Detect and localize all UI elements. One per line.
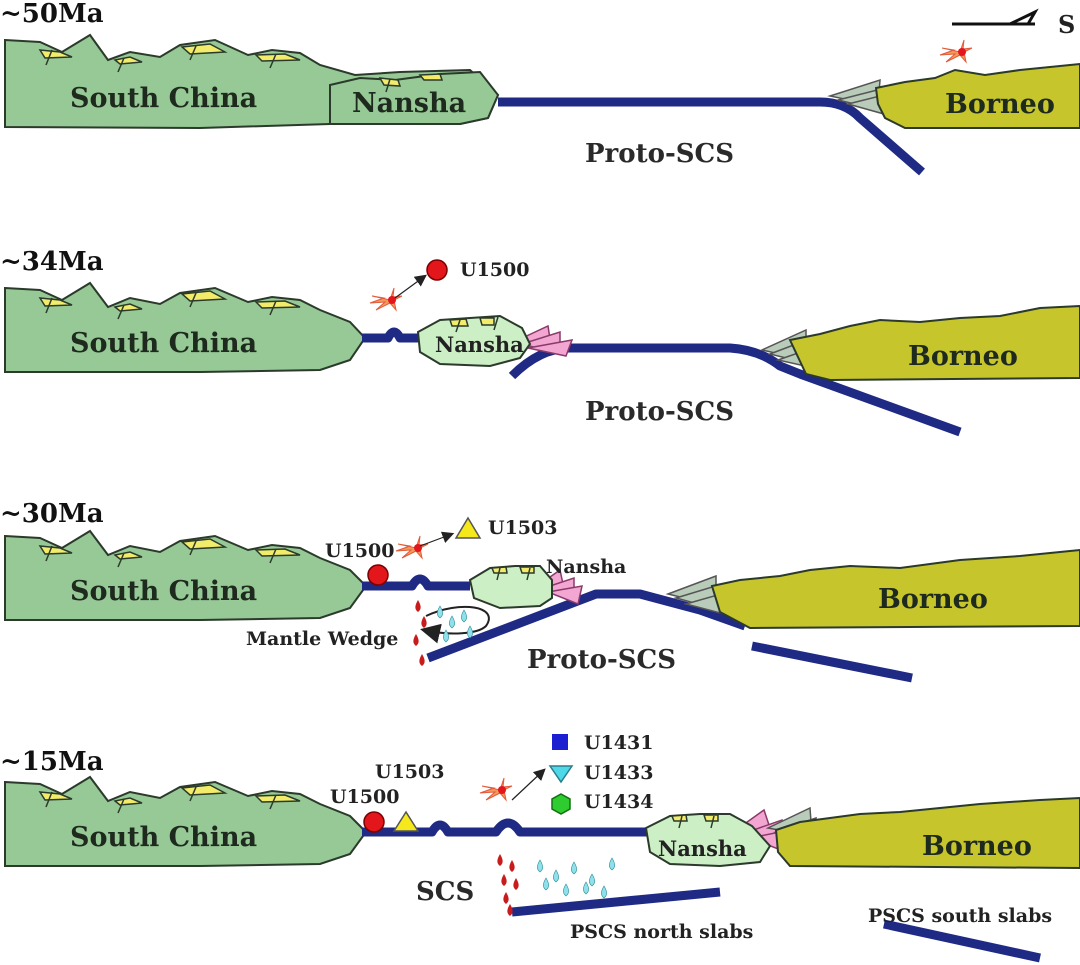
label-borneo: Borneo <box>878 584 988 615</box>
site-label: U1500 <box>330 786 399 808</box>
sediment-basins <box>38 784 301 806</box>
accretionary-wedge-pink <box>516 324 574 357</box>
borneo-block <box>710 548 1080 630</box>
faults <box>455 316 499 333</box>
spreading-ridge-segment <box>362 327 418 343</box>
label-south-china: South China <box>70 576 257 607</box>
label-borneo: Borneo <box>922 831 1032 862</box>
site-label: U1503 <box>375 761 444 783</box>
panel-30ma: ~30Ma <box>0 499 1080 683</box>
site-label: U1434 <box>584 791 653 813</box>
site-marker-u1503 <box>392 810 420 832</box>
faults <box>45 292 277 320</box>
label-nansha: Nansha <box>658 836 747 861</box>
age-label: ~15Ma <box>0 747 104 777</box>
volcano-burst-icon <box>479 777 513 801</box>
volcano-burst-icon <box>395 535 429 559</box>
sample-arrow <box>394 274 427 299</box>
label-ocean: Proto-SCS <box>585 397 734 427</box>
panel-50ma: ~50Ma S South Chi <box>0 0 1080 176</box>
site-label: U1500 <box>460 259 529 281</box>
site-marker-u1431 <box>552 734 568 750</box>
site-marker-u1503 <box>454 516 482 539</box>
proto-scs-slab <box>508 343 962 437</box>
sample-arrow <box>511 768 546 801</box>
faults <box>678 815 715 829</box>
orientation-label: S <box>1058 10 1075 39</box>
sample-arrow <box>419 531 455 547</box>
site-marker-u1434 <box>551 793 571 815</box>
mantle-wedge <box>413 600 490 666</box>
label-south-china: South China <box>70 822 257 853</box>
site-label: U1503 <box>488 517 557 539</box>
melt-drop-icon <box>497 854 519 916</box>
borneo-block <box>774 796 1080 870</box>
sediment-basins <box>448 317 495 327</box>
proto-scs-slab <box>426 589 747 663</box>
proto-scs-slab <box>498 97 925 176</box>
site-label: U1433 <box>584 762 653 784</box>
site-marker-u1500 <box>426 259 448 281</box>
scs-spreading-crust <box>362 818 648 837</box>
label-nansha: Nansha <box>352 88 466 119</box>
label-south-china: South China <box>70 83 257 114</box>
sediment-basins <box>38 290 301 312</box>
melt-drop-icon <box>413 600 427 666</box>
label-pscs-north-slabs: PSCS north slabs <box>570 921 753 943</box>
panel-15ma: ~15Ma <box>0 732 1080 963</box>
sediment-basins <box>38 43 444 87</box>
label-ocean: SCS <box>416 877 474 907</box>
sediment-basins <box>38 538 301 560</box>
label-ocean: Proto-SCS <box>527 645 676 675</box>
site-label: U1431 <box>584 732 653 754</box>
north-arrow-icon: S <box>952 8 1075 39</box>
site-label: U1500 <box>325 540 394 562</box>
borneo-block <box>874 62 1080 129</box>
melt-drop-icon <box>436 605 474 643</box>
age-label: ~50Ma <box>0 0 104 29</box>
label-mantle-wedge: Mantle Wedge <box>246 628 398 650</box>
label-nansha: Nansha <box>435 332 524 357</box>
detached-slab <box>751 641 913 683</box>
site-marker-u1500 <box>363 811 385 833</box>
age-label: ~34Ma <box>0 247 104 277</box>
label-pscs-south-slabs: PSCS south slabs <box>868 905 1052 927</box>
label-borneo: Borneo <box>945 89 1055 120</box>
spreading-ridge-segment <box>362 574 470 591</box>
site-marker-u1500 <box>367 564 389 586</box>
panel-34ma: ~34Ma <box>0 247 1080 437</box>
nansha-block <box>644 813 772 868</box>
faults <box>45 540 277 568</box>
faults <box>45 786 277 814</box>
pscs-north-slab <box>511 887 721 917</box>
faults <box>496 567 531 581</box>
pscs-south-slab <box>883 919 1041 963</box>
site-marker-u1433 <box>548 765 574 784</box>
nansha-block <box>468 565 553 610</box>
faults <box>45 45 391 93</box>
borneo-block <box>788 304 1080 382</box>
label-borneo: Borneo <box>908 341 1018 372</box>
label-ocean: Proto-SCS <box>585 139 734 169</box>
age-label: ~30Ma <box>0 499 104 529</box>
label-nansha: Nansha <box>546 556 626 578</box>
melt-drop-icon <box>536 857 616 899</box>
volcano-burst-icon <box>939 39 973 63</box>
volcano-burst-icon <box>369 287 403 311</box>
label-south-china: South China <box>70 328 257 359</box>
nansha-block <box>329 70 500 125</box>
